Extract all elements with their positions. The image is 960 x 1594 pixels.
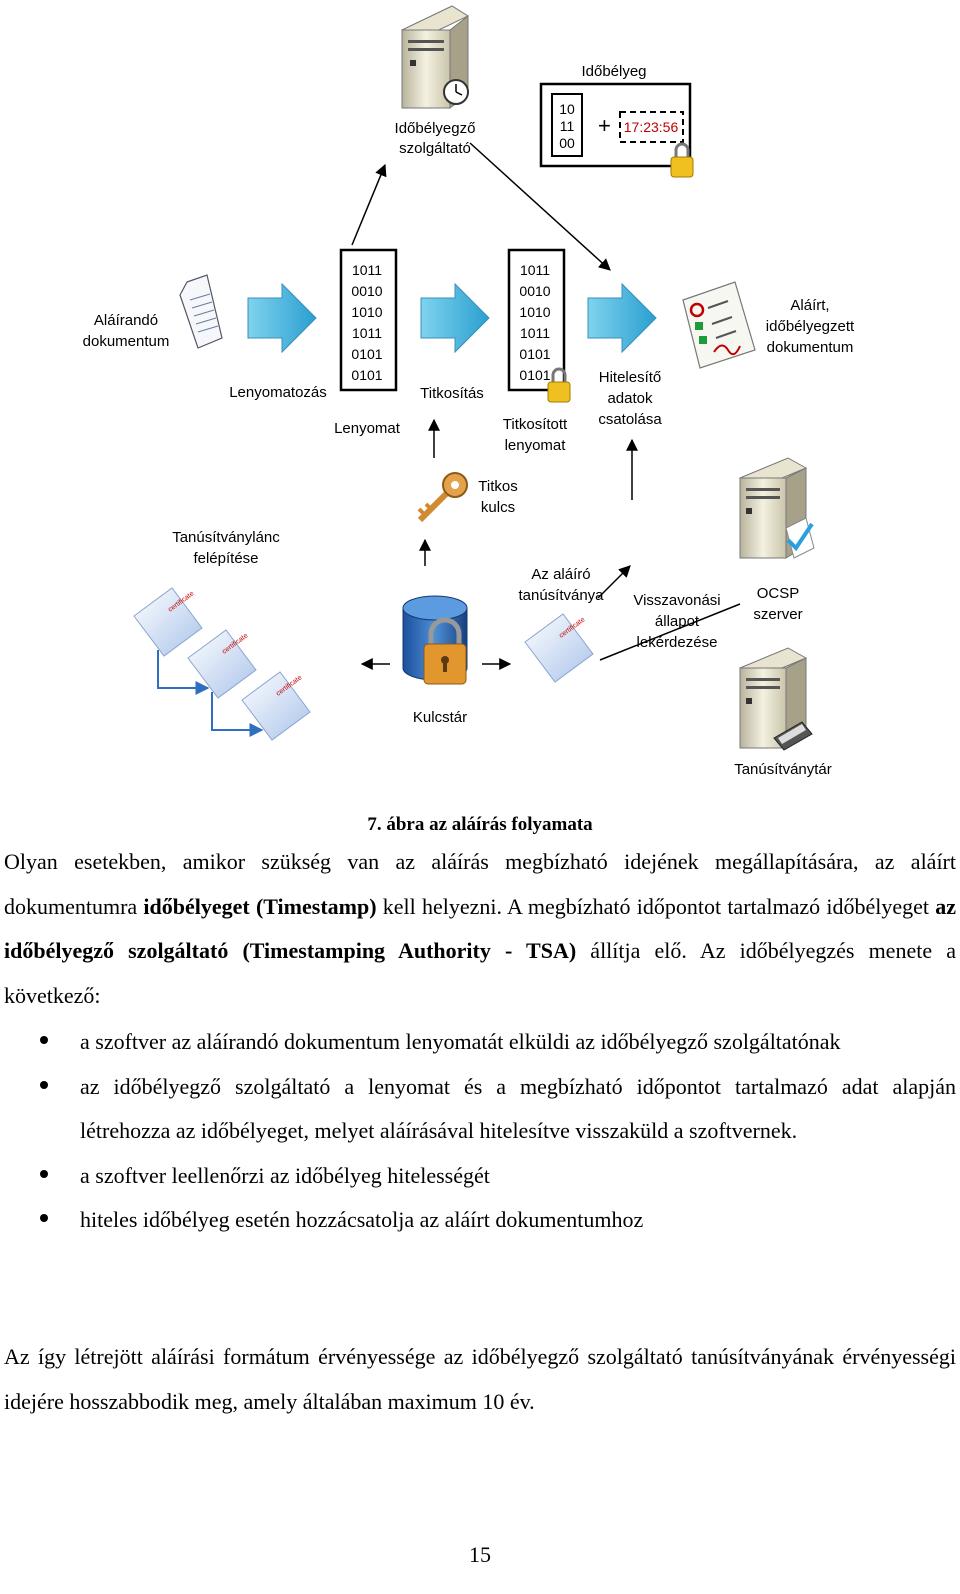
signed-document-label: dokumentum: [767, 339, 854, 356]
timestamp-bits: 00: [559, 135, 575, 151]
bullet-icon: [40, 1080, 48, 1089]
secret-key-label: kulcs: [481, 499, 515, 516]
chain-label: felépítése: [193, 550, 258, 567]
signature-process-diagram: Időbélyegző szolgáltató Időbélyeg 10 11 …: [83, 5, 855, 778]
timestamp-time: 17:23:56: [624, 119, 679, 135]
hash-bits: 0101: [351, 367, 382, 383]
arrow-from-tsa: [469, 142, 611, 271]
list-item: az időbélyegző szolgáltató a lenyomat és…: [0, 1065, 956, 1154]
padlock-icon: [670, 142, 694, 178]
revocation-label: Visszavonási: [633, 592, 720, 609]
arrow-to-tsa: [351, 163, 387, 246]
hashing-label: Lenyomatozás: [229, 384, 327, 401]
signed-document-icon: [682, 281, 756, 369]
list-item: a szoftver leellenőrzi az időbélyeg hite…: [0, 1154, 956, 1199]
document-label: Aláírandó: [94, 312, 158, 329]
bullet-icon: [40, 1036, 48, 1044]
padlock-icon: [547, 367, 571, 403]
bullet-icon: [40, 1214, 48, 1222]
page-number: 15: [469, 1542, 491, 1567]
plus-icon: +: [598, 113, 611, 138]
paragraph-validity: Az így létrejött aláírási formátum érvén…: [4, 1344, 956, 1414]
hash-bits: 1010: [351, 304, 382, 320]
signer-cert-label: Az aláíró: [531, 566, 590, 583]
encrypted-bits: 0101: [519, 367, 550, 383]
encrypted-bits: 0010: [519, 283, 550, 299]
tsa-label: Időbélyegző: [395, 120, 476, 137]
encrypted-bits: 1010: [519, 304, 550, 320]
document-label: dokumentum: [83, 333, 170, 350]
keystore-label: Kulcstár: [413, 709, 467, 726]
chain-link-arrow: [157, 650, 210, 695]
paragraph-timestamp-intro: Olyan esetekben, amikor szükség van az a…: [4, 849, 956, 1008]
encrypted-bits: 0101: [519, 346, 550, 362]
arrow-cert-to-ocsp: [597, 565, 631, 599]
key-icon: [417, 472, 468, 523]
tsa-label: szolgáltató: [399, 140, 471, 157]
tsa-server-icon: [400, 5, 470, 110]
ocsp-label: OCSP: [757, 585, 800, 602]
figure-caption: 7. ábra az aláírás folyamata: [367, 814, 593, 835]
hash-bits: 1011: [352, 325, 382, 341]
encrypted-hash-label: lenyomat: [505, 437, 567, 454]
attach-label: adatok: [607, 390, 653, 407]
hash-bits: 1011: [352, 262, 382, 278]
certificate-icon: certificate: [524, 613, 594, 683]
chain-link-arrow: [211, 692, 264, 737]
hash-bits: 0101: [351, 346, 382, 362]
revocation-label: állapot: [655, 613, 700, 630]
hash-bits: 0010: [351, 283, 382, 299]
hash-label: Lenyomat: [334, 420, 401, 437]
timestamp-bits: 10: [559, 101, 575, 117]
timestamp-steps-list: a szoftver az aláírandó dokumentum lenyo…: [0, 1020, 956, 1243]
ocsp-label: szerver: [753, 606, 802, 623]
bullet-icon: [40, 1169, 48, 1178]
bold-tsa: az időbélyegző szolgáltató (Timestamping…: [4, 893, 956, 964]
encrypted-bits: 1011: [520, 262, 550, 278]
checkmark-icon: [786, 522, 814, 552]
encrypted-bits: 1011: [520, 325, 550, 341]
hash-box: [339, 248, 398, 392]
list-item: hiteles időbélyeg esetén hozzácsatolja a…: [0, 1198, 956, 1243]
list-item: a szoftver az aláírandó dokumentum lenyo…: [0, 1020, 956, 1065]
encrypted-hash-label: Titkosított: [503, 416, 568, 433]
secret-key-label: Titkos: [478, 478, 517, 495]
process-arrow-hashing: [247, 282, 317, 354]
attach-label: csatolása: [598, 411, 662, 428]
signed-document-label: Aláírt,: [790, 297, 829, 314]
attach-label: Hitelesítő: [599, 369, 662, 386]
chain-label: Tanúsítványlánc: [172, 529, 280, 546]
keystore-icon: [402, 595, 468, 685]
timestamp-bits: 11: [560, 118, 575, 134]
ocsp-server-icon: [738, 457, 815, 559]
timestamp-title: Időbélyeg: [581, 63, 646, 80]
document-icon: [179, 274, 223, 349]
revocation-label: lekérdezése: [637, 634, 718, 651]
encrypt-label: Titkosítás: [420, 385, 484, 402]
certificate-icon: certificate: [133, 587, 203, 657]
cert-store-label: Tanúsítványtár: [734, 761, 832, 778]
signed-document-label: időbélyegzett: [766, 318, 855, 335]
cert-store-server-icon: [738, 647, 813, 751]
process-arrow-attach: [587, 282, 657, 354]
signer-cert-label: tanúsítványa: [518, 587, 604, 604]
process-arrow-encrypt: [420, 282, 490, 354]
ocsp-link-line: [599, 603, 741, 661]
bold-timestamp: időbélyeget (Timestamp): [143, 893, 377, 919]
encrypted-hash-box: [507, 248, 566, 392]
